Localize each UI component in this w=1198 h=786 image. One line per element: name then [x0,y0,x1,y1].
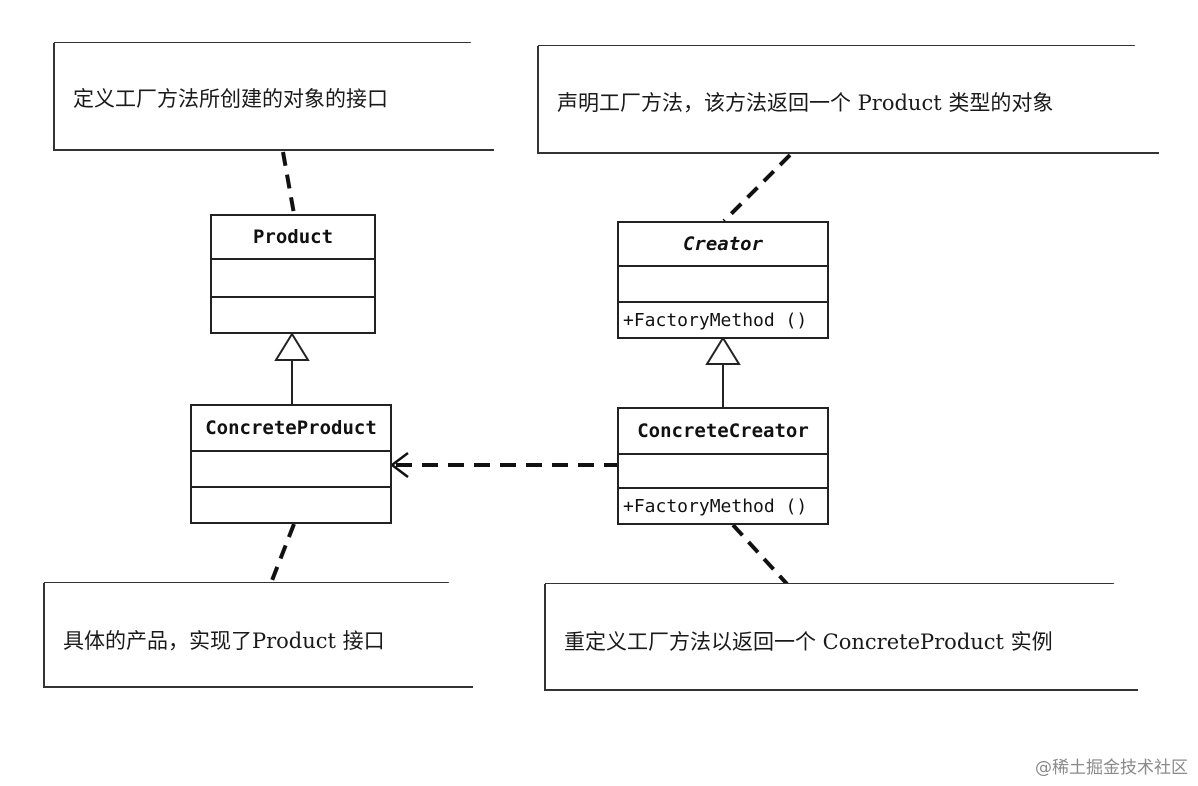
note-anchor-concrete-creator [731,523,789,586]
class-product-name: Product [252,226,334,248]
note-concrete-product: 具体的产品，实现了Product 接口 [43,583,473,688]
class-concrete-product-name: ConcreteProduct [205,417,377,439]
generalization-product [274,332,310,404]
class-creator-name: Creator [682,233,764,255]
generalization-creator [705,336,741,407]
class-creator-methods: +FactoryMethod () [619,303,827,337]
class-concrete-product-methods [192,488,390,522]
note-concrete-product-text: 具体的产品，实现了Product 接口 [63,629,385,653]
note-product-interface: 定义工厂方法所创建的对象的接口 [53,43,494,151]
note-product-interface-text: 定义工厂方法所创建的对象的接口 [73,87,388,111]
class-concrete-creator-name: ConcreteCreator [637,420,809,442]
note-concrete-creator-text: 重定义工厂方法以返回一个 ConcreteProduct 实例 [564,630,1053,654]
watermark: @稀土掘金技术社区 [1035,758,1188,778]
class-creator-name-compartment: Creator [619,223,827,267]
note-concrete-creator: 重定义工厂方法以返回一个 ConcreteProduct 实例 [544,584,1138,691]
class-concrete-creator-attributes [619,455,827,489]
class-product: Product [210,214,376,334]
class-product-name-compartment: Product [212,216,374,260]
note-anchor-concrete-product [269,523,296,584]
class-product-attributes [212,260,374,298]
class-concrete-creator-name-compartment: ConcreteCreator [619,409,827,455]
note-creator-declares: 声明工厂方法，该方法返回一个 Product 类型的对象 [537,46,1159,154]
class-concrete-product-name-compartment: ConcreteProduct [192,406,390,452]
class-concrete-creator-methods: +FactoryMethod () [619,489,827,523]
note-anchor-product [281,151,296,215]
note-creator-declares-text: 声明工厂方法，该方法返回一个 Product 类型的对象 [557,91,1054,115]
class-concrete-creator: ConcreteCreator +FactoryMethod () [617,407,829,525]
class-concrete-creator-method: +FactoryMethod () [623,495,808,517]
class-creator-attributes [619,267,827,303]
class-concrete-product: ConcreteProduct [190,404,392,524]
class-creator: Creator +FactoryMethod () [617,221,829,339]
class-concrete-product-attributes [192,452,390,488]
note-anchor-creator [722,153,792,223]
class-product-methods [212,298,374,332]
class-creator-method: +FactoryMethod () [623,309,808,331]
dependency-arrow [389,452,620,478]
